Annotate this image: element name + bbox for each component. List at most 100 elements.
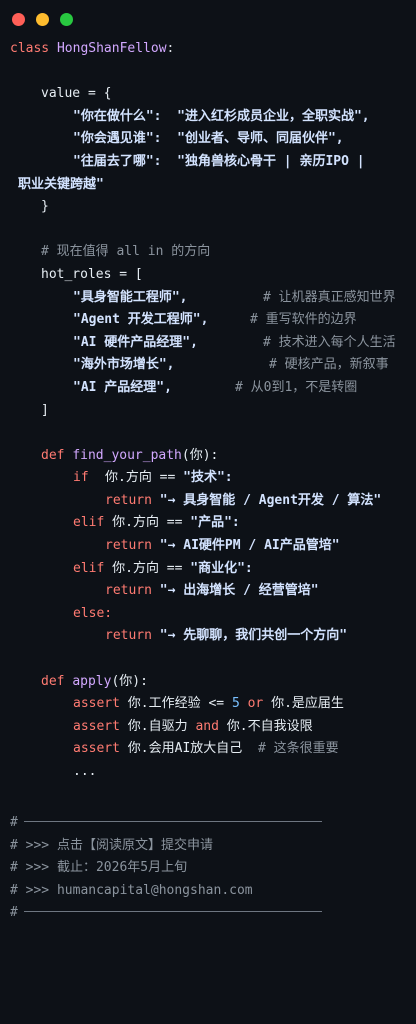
keyword-def: def [41, 673, 65, 689]
email-link[interactable]: # >>> humancapital@hongshan.com [10, 882, 253, 898]
footer-text: # >>> 截止：2026年5月上旬 [10, 860, 188, 876]
code-line-value-item: "你会遇见谁": "创业者、导师、同届伙伴", [0, 128, 416, 151]
code-line-value-item: "往届去了哪": "独角兽核心骨干 | 亲历IPO | [0, 151, 416, 174]
code-line-def: def apply(你): [0, 671, 416, 694]
role-comment: # 从0到1，不是转圈 [235, 379, 358, 395]
code-line-assert: assert 你.自驱力 and 你.不自我设限 [0, 716, 416, 739]
condition: 你.方向 == [112, 560, 191, 576]
assert-comment: # 这条很重要 [257, 741, 339, 757]
value-key: "你会遇见谁": [73, 131, 162, 147]
code-line-elif: elif 你.方向 == "产品": [0, 512, 416, 535]
value-val: "创业者、导师、同届伙伴", [177, 131, 344, 147]
minimize-window-button[interactable] [36, 13, 49, 26]
keyword-return: return [105, 583, 152, 599]
code-line-return: return "→ 先聊聊，我们共创一个方向" [0, 625, 416, 648]
assert-expr: 你.会用AI放大自己 [127, 741, 258, 757]
code-line-if: if 你.方向 == "技术": [0, 467, 416, 490]
blank-line [0, 219, 416, 242]
code-line-class: class HongShanFellow: [0, 38, 416, 61]
keyword-assert: assert [73, 718, 120, 734]
roles-comment: # 现在值得 all in 的方向 [41, 244, 211, 260]
role-name: "AI 产品经理", [73, 379, 172, 395]
window-titlebar [0, 0, 416, 40]
keyword-assert: assert [73, 741, 120, 757]
code-line-role: "AI 产品经理", # 从0到1，不是转圈 [0, 377, 416, 400]
code-line-elif: elif 你.方向 == "商业化": [0, 558, 416, 581]
keyword-class: class [10, 41, 50, 56]
blank-line [0, 648, 416, 671]
code-line-def: def find_your_path(你): [0, 445, 416, 468]
code-line-role: "AI 硬件产品经理",# 技术进入每个人生活 [0, 332, 416, 355]
roles-close: ] [41, 402, 49, 418]
value-wrap: 职业关键跨越" [18, 176, 104, 192]
return-value: "→ 出海增长 / 经营管培" [159, 583, 319, 599]
blank-line [0, 61, 416, 84]
code-line-ellipsis: ... [0, 761, 416, 784]
footer-rule-top: # [0, 812, 416, 835]
role-name: "海外市场增长", [73, 357, 175, 373]
keyword-return: return [105, 492, 152, 508]
divider-line [23, 911, 322, 913]
code-line-assert: assert 你.工作经验 <= 5 or 你.是应届生 [0, 693, 416, 716]
condition: 你.方向 == [105, 470, 184, 486]
footer-line-email: # >>> humancapital@hongshan.com [0, 880, 416, 903]
code-line-role: "Agent 开发工程师",# 重写软件的边界 [0, 309, 416, 332]
role-comment: # 技术进入每个人生活 [263, 334, 396, 350]
condition: 你.方向 == [112, 515, 191, 531]
keyword-elif: elif [73, 560, 105, 576]
role-name: "具身智能工程师", [73, 289, 188, 305]
footer-rule-bottom: # [0, 902, 416, 925]
keyword-if: if [73, 470, 89, 486]
condition-value: "技术": [183, 470, 233, 486]
code-line-role: "具身智能工程师", # 让机器真正感知世界 [0, 287, 416, 310]
footer-line-apply: # >>> 点击【阅读原文】提交申请 [0, 835, 416, 858]
code-line-else: else: [0, 603, 416, 626]
role-comment: # 让机器真正感知世界 [263, 289, 396, 305]
number-literal: 5 [231, 696, 240, 712]
assert-expr: 你.自驱力 [127, 718, 196, 734]
value-val: "进入红杉成员企业，全职实战", [177, 108, 370, 124]
code-line-value-close: } [0, 196, 416, 219]
condition-value: "产品": [190, 515, 240, 531]
blank-line [0, 422, 416, 445]
keyword-return: return [105, 538, 152, 554]
function-name: apply [72, 673, 112, 689]
function-args: (你): [181, 447, 219, 463]
code-line-assert: assert 你.会用AI放大自己 # 这条很重要 [0, 738, 416, 761]
value-val: "独角兽核心骨干 | 亲历IPO | [177, 153, 365, 169]
roles-open: hot_roles = [ [41, 266, 143, 282]
value-open: value = { [41, 86, 112, 102]
assert-expr: 你.不自我设限 [226, 718, 313, 734]
close-window-button[interactable] [12, 13, 25, 26]
code-line-value-open: value = { [0, 83, 416, 106]
class-name: HongShanFellow [56, 41, 167, 56]
keyword-elif: elif [73, 515, 105, 531]
code-line-return: return "→ 具身智能 / Agent开发 / 算法" [0, 490, 416, 513]
value-close: } [41, 199, 49, 215]
keyword-else: else: [73, 605, 113, 621]
condition-value: "商业化": [190, 560, 253, 576]
code-block: class HongShanFellow: value = { "你在做什么":… [0, 38, 416, 784]
function-name: find_your_path [72, 447, 182, 463]
maximize-window-button[interactable] [60, 13, 73, 26]
function-args: (你): [111, 673, 148, 689]
footer-comments: # # >>> 点击【阅读原文】提交申请 # >>> 截止：2026年5月上旬 … [0, 812, 416, 925]
assert-expr: 你.是应届生 [271, 696, 344, 712]
comment-hash: # [10, 905, 18, 921]
code-line-roles-open: hot_roles = [ [0, 264, 416, 287]
code-line-return: return "→ AI硬件PM / AI产品管培" [0, 535, 416, 558]
return-value: "→ 具身智能 / Agent开发 / 算法" [159, 492, 382, 508]
code-line-comment: # 现在值得 all in 的方向 [0, 241, 416, 264]
assert-expr: 你.工作经验 <= [127, 696, 232, 712]
role-comment: # 硬核产品，新叙事 [269, 357, 389, 373]
keyword-assert: assert [73, 696, 120, 712]
comment-hash: # [10, 815, 18, 830]
code-line-value-wrap: 职业关键跨越" [0, 174, 416, 197]
footer-text: # >>> 点击【阅读原文】提交申请 [10, 837, 213, 853]
code-line-return: return "→ 出海增长 / 经营管培" [0, 580, 416, 603]
keyword-and: and [195, 718, 219, 734]
return-value: "→ AI硬件PM / AI产品管培" [159, 538, 340, 554]
ellipsis: ... [73, 764, 97, 779]
keyword-or: or [247, 696, 264, 712]
